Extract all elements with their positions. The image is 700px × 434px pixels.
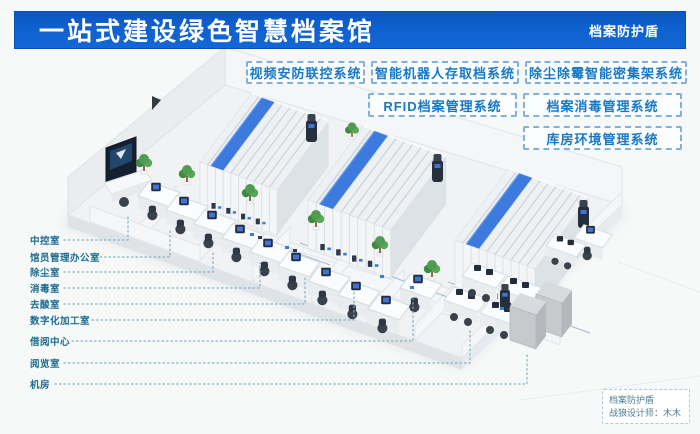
system-box-disinfection: 档案消毒管理系统 xyxy=(523,93,682,117)
system-box-label: RFID档案管理系统 xyxy=(383,98,502,114)
robot-figure xyxy=(578,200,589,228)
banner-badge: 档案防护盾 xyxy=(588,23,659,39)
leader-line xyxy=(63,249,214,273)
leader-lines xyxy=(54,213,528,385)
system-box-label: 视频安防联控系统 xyxy=(249,66,362,81)
front-parapet xyxy=(89,205,201,263)
system-box-label: 智能机器人存取档系统 xyxy=(374,66,515,81)
page-title: 一站式建设绿色智慧档案馆 xyxy=(39,18,376,46)
room-label-control-room: 中控室 xyxy=(30,236,61,247)
leader-line xyxy=(63,262,261,289)
leader-line xyxy=(91,290,355,321)
room-label-lending-center: 借阅中心 xyxy=(30,337,71,348)
system-box-rfid: RFID档案管理系统 xyxy=(368,93,517,117)
system-box-label: 除尘除霉智能密集架系统 xyxy=(528,66,683,81)
room-label-digitization: 数字化加工室 xyxy=(30,316,91,327)
credit-line-2: 战狼设计师：木木 xyxy=(609,407,682,418)
leader-line xyxy=(54,352,528,385)
title-banner: 一站式建设绿色智慧档案馆 档案防护盾 xyxy=(14,11,686,49)
room-label-staff-office: 馆员管理办公室 xyxy=(30,253,101,264)
leader-line xyxy=(99,227,171,258)
leader-line xyxy=(63,213,129,241)
credit-box: 档案防护盾 战狼设计师：木木 xyxy=(602,389,690,424)
room-label-dust-removal: 除尘室 xyxy=(30,268,61,279)
credit-line-1: 档案防护盾 xyxy=(609,395,655,405)
robot-figure xyxy=(306,114,317,142)
system-box-video-security: 视频安防联控系统 xyxy=(246,61,365,84)
control-room-screen xyxy=(103,136,153,207)
backdrop-lines xyxy=(519,261,700,401)
leader-line xyxy=(63,277,306,305)
wall-arrow-sign xyxy=(152,96,161,110)
room-label-reading-room: 阅览室 xyxy=(30,359,61,370)
system-box-label: 库房环境管理系统 xyxy=(546,131,659,147)
room-label-disinfection: 消毒室 xyxy=(30,284,61,295)
leader-line xyxy=(63,329,471,364)
server-cabinets xyxy=(500,281,572,350)
wall-control-panels xyxy=(250,233,504,310)
system-box-environment: 库房环境管理系统 xyxy=(523,126,682,150)
leader-line xyxy=(71,298,414,342)
system-box-robot-access: 智能机器人存取档系统 xyxy=(371,61,519,84)
robot-figure xyxy=(432,154,443,182)
system-box-dust-mold-shelving: 除尘除霉智能密集架系统 xyxy=(525,61,687,84)
room-label-deacidification: 去酸室 xyxy=(30,300,61,311)
system-box-label: 档案消毒管理系统 xyxy=(546,98,659,114)
room-label-machine-room: 机房 xyxy=(30,380,51,391)
